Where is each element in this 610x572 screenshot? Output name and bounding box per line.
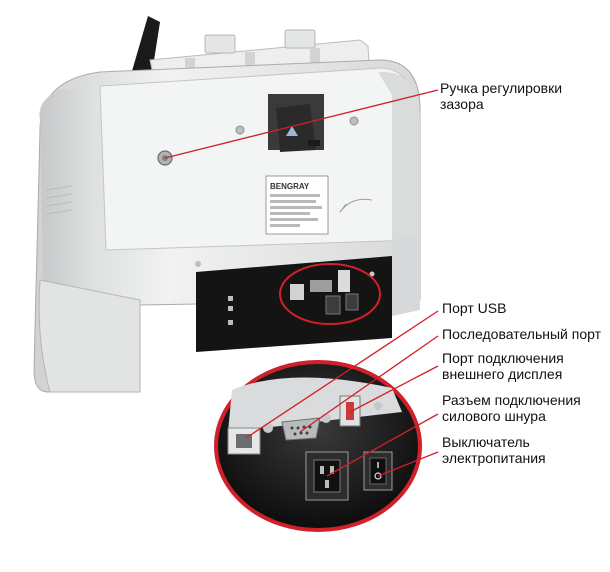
- power-connector-label: Разъем подключения силового шнура: [442, 392, 581, 424]
- brand-plate-text: BENGRAY: [270, 182, 310, 191]
- power-connector-graphic: [305, 451, 349, 501]
- usb-port-label: Порт USB: [442, 300, 506, 316]
- ports-zoom-view: [214, 360, 422, 532]
- rating-plate: BENGRAY: [265, 175, 373, 235]
- ports-highlight-ellipse: [279, 263, 381, 325]
- power-switch-graphic: [363, 451, 393, 491]
- gap-knob-label: Ручка регулировки зазора: [440, 80, 562, 112]
- display-port-label-line1: Порт подключения: [442, 350, 564, 366]
- display-port-label-line2: внешнего дисплея: [442, 366, 563, 382]
- usb-port-label-text: Порт USB: [442, 300, 507, 316]
- serial-port-label: Последовательный порт: [442, 326, 601, 342]
- serial-port-graphic: [281, 417, 321, 441]
- power-switch-label-line2: электропитания: [442, 450, 546, 466]
- display-port-graphic: [339, 395, 361, 427]
- serial-port-label-text: Последовательный порт: [442, 326, 602, 342]
- device-body: BENGRAY: [33, 59, 421, 393]
- power-connector-label-line2: силового шнура: [442, 408, 546, 424]
- power-switch-label: Выключатель электропитания: [442, 434, 546, 466]
- rear-panel: [195, 256, 392, 352]
- display-port-label: Порт подключения внешнего дисплея: [442, 350, 564, 382]
- power-switch-label-line1: Выключатель: [442, 434, 530, 450]
- callout-lines: [164, 89, 439, 477]
- gap-knob-label-line2: зазора: [440, 96, 484, 112]
- gap-knob-label-line1: Ручка регулировки: [440, 80, 563, 96]
- power-connector-label-line1: Разъем подключения: [442, 392, 581, 408]
